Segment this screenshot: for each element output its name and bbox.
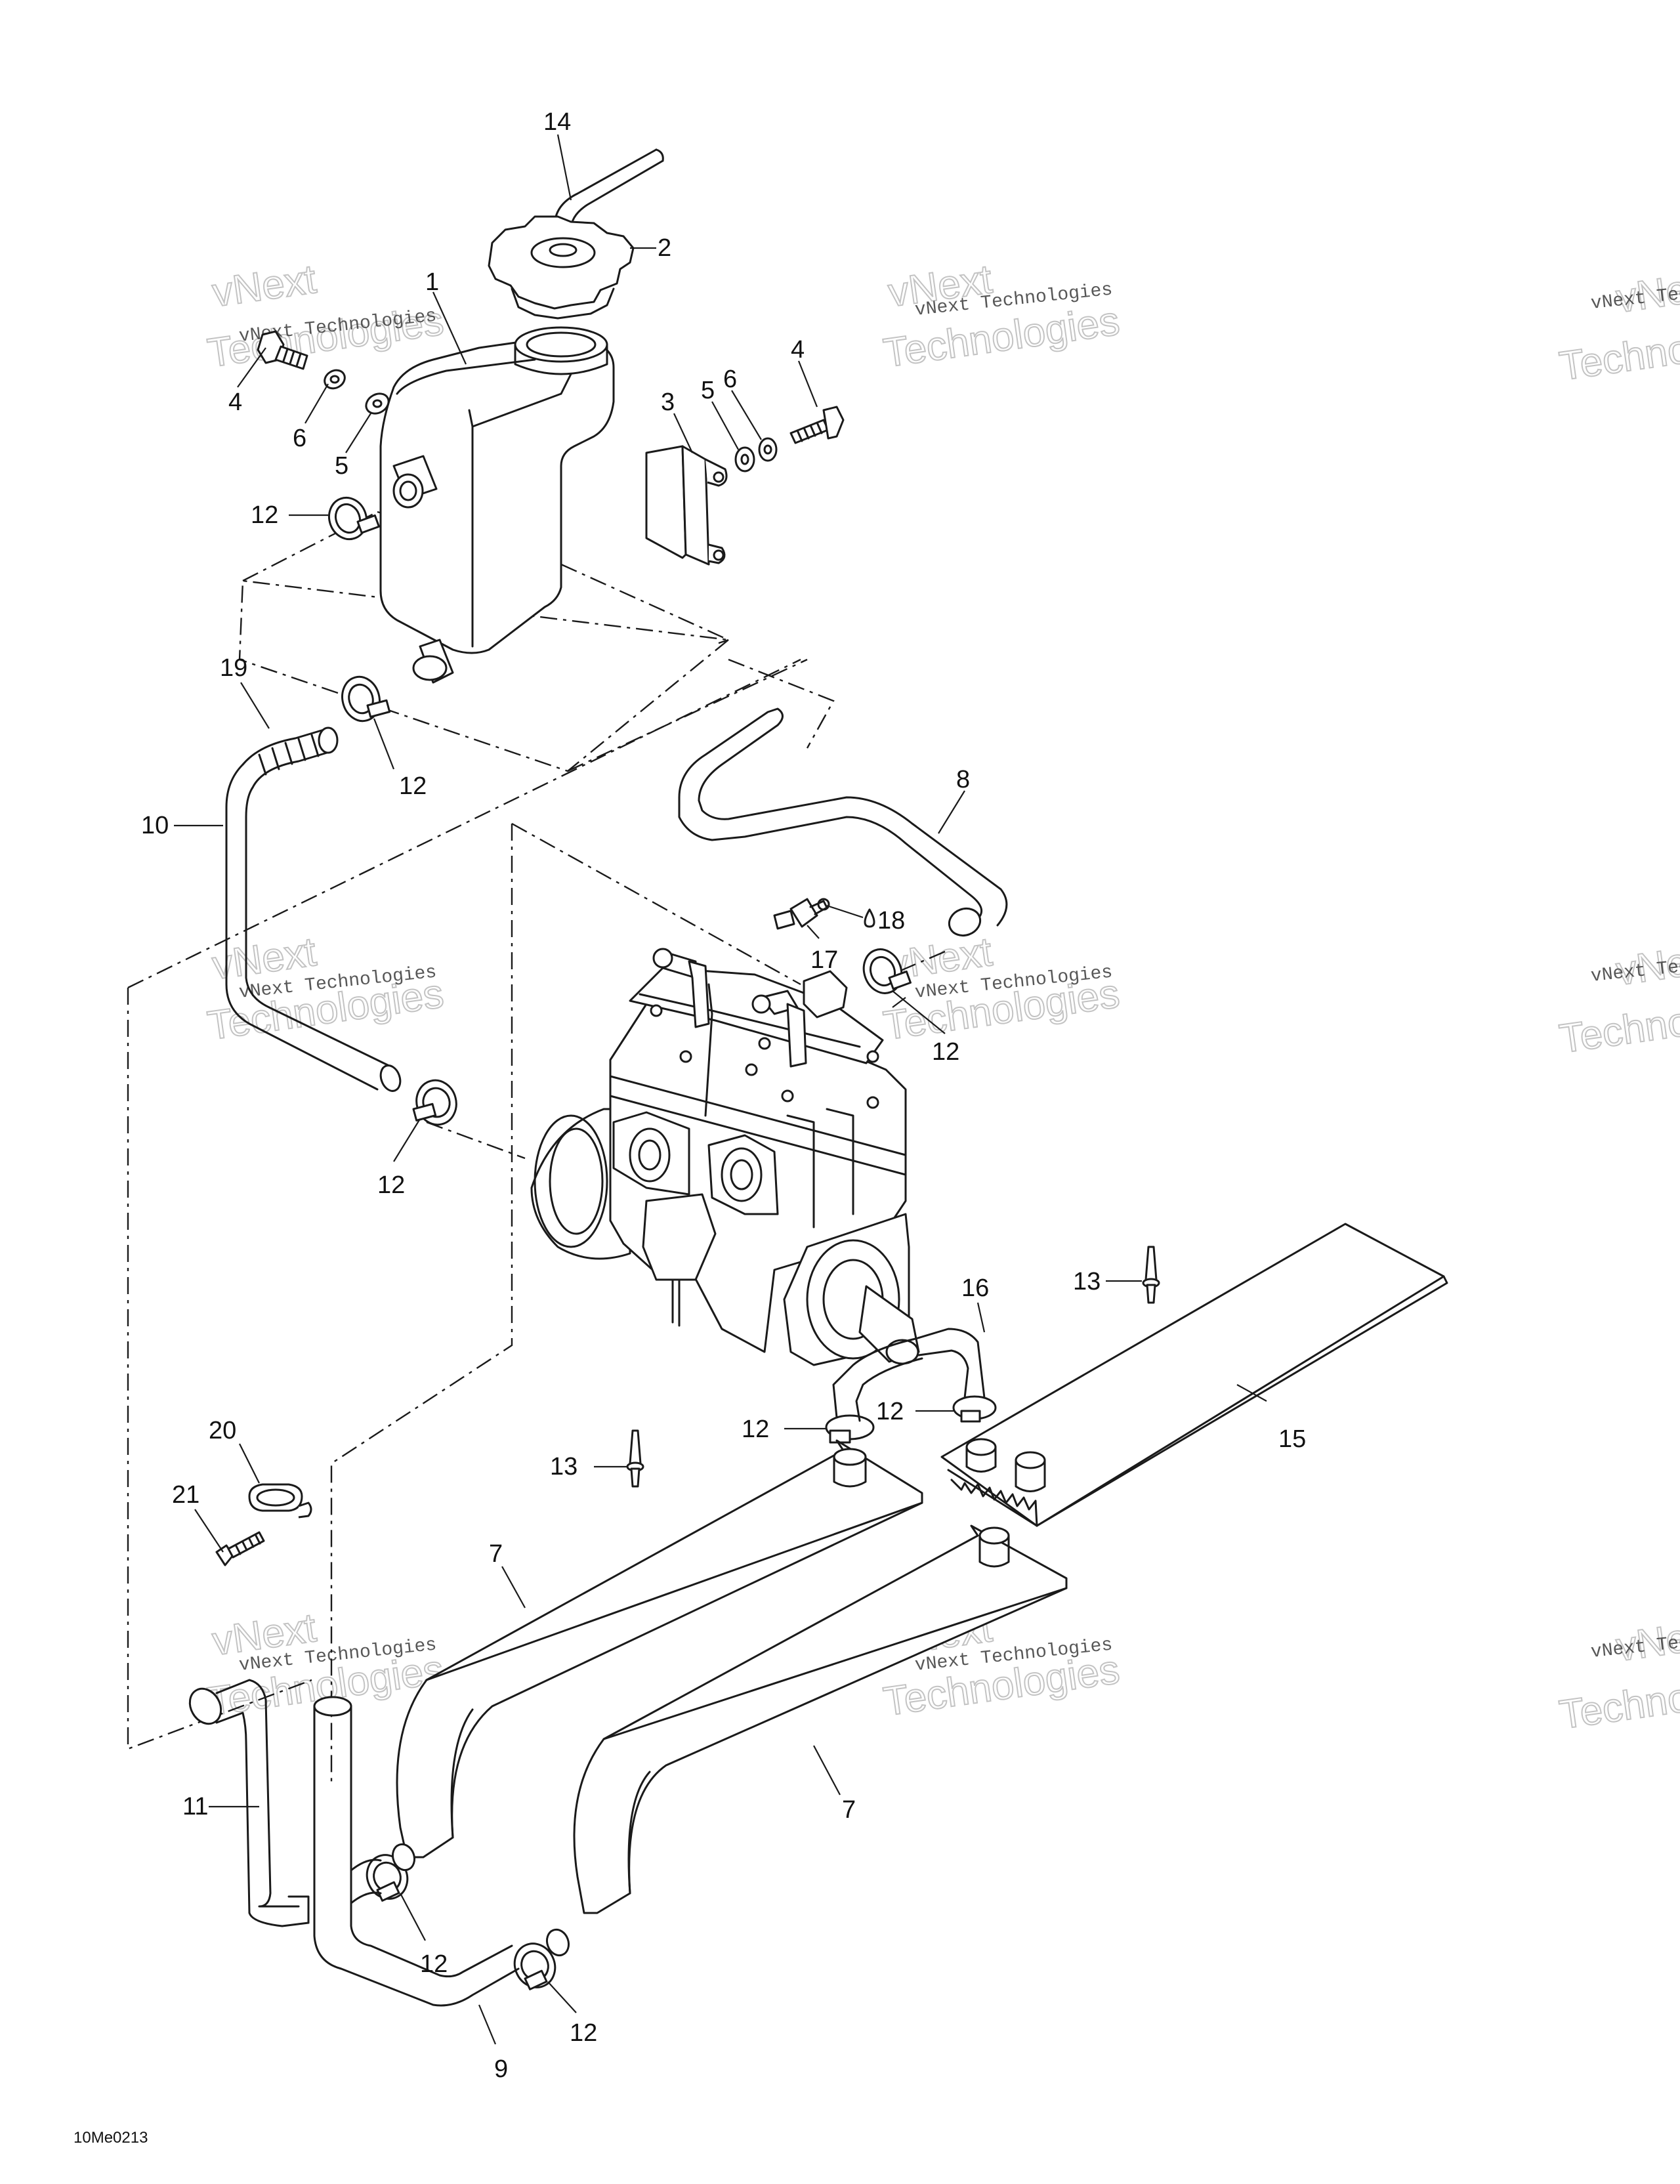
engine-block bbox=[530, 948, 920, 1366]
callout-13: 13 bbox=[1073, 1268, 1101, 1295]
assembly-dashed-lines bbox=[127, 511, 946, 1785]
washer-5-right bbox=[734, 446, 755, 472]
callout-18: 18 bbox=[877, 907, 905, 934]
callout-20: 20 bbox=[209, 1417, 236, 1444]
hose-clamp-12 bbox=[412, 1079, 457, 1126]
hose-fitting bbox=[545, 1928, 570, 1957]
hose-clamp-12 bbox=[341, 675, 391, 723]
hose-fitting bbox=[391, 1843, 416, 1872]
callout-11: 11 bbox=[182, 1793, 208, 1820]
callout-12: 12 bbox=[742, 1416, 769, 1443]
rivet-13 bbox=[1142, 1246, 1160, 1304]
screw-21 bbox=[215, 1531, 265, 1566]
reservoir-cap-2 bbox=[488, 215, 635, 320]
hose-clip-20 bbox=[248, 1483, 312, 1519]
callout-2: 2 bbox=[658, 234, 671, 262]
temperature-sensor-17 bbox=[773, 898, 830, 930]
callout-12: 12 bbox=[420, 1950, 448, 1978]
callout-12: 12 bbox=[932, 1038, 959, 1066]
callout-19: 19 bbox=[220, 654, 247, 682]
callout-8: 8 bbox=[956, 766, 970, 793]
figure-id: 10Me0213 bbox=[74, 2129, 148, 2147]
hose-clamp-12 bbox=[862, 948, 912, 994]
washer-6-left bbox=[324, 369, 346, 390]
heat-exchanger-7-lower bbox=[573, 1524, 1068, 1914]
callout-14: 14 bbox=[543, 108, 571, 136]
hose-8 bbox=[678, 707, 1008, 937]
watermark-big-technologies: Technologies bbox=[1557, 984, 1680, 1062]
callout-9: 9 bbox=[494, 2055, 508, 2083]
callout-12: 12 bbox=[876, 1398, 904, 1425]
hose-clamp-12 bbox=[952, 1395, 997, 1423]
hose-clamp-12 bbox=[328, 496, 380, 541]
callout-16: 16 bbox=[961, 1274, 989, 1302]
callout-12: 12 bbox=[377, 1171, 405, 1199]
callout-13: 13 bbox=[550, 1453, 578, 1480]
callout-labels: 14 2 1 4 6 5 12 3 5 6 4 19 12 10 8 18 17… bbox=[141, 108, 1306, 2083]
watermark-big-vnext: vNext bbox=[209, 257, 319, 316]
hose-16 bbox=[832, 1328, 986, 1422]
rivet-13 bbox=[626, 1429, 644, 1488]
coolant-reservoir-1 bbox=[379, 326, 615, 684]
callout-10: 10 bbox=[141, 812, 169, 839]
callout-5: 5 bbox=[335, 452, 348, 480]
callout-15: 15 bbox=[1278, 1425, 1306, 1453]
watermark-big-technologies: Technologies bbox=[1557, 311, 1680, 389]
callout-17: 17 bbox=[810, 946, 838, 974]
hose-clamp-12 bbox=[825, 1414, 875, 1444]
callout-6: 6 bbox=[293, 425, 306, 452]
corrugated-hose-19 bbox=[242, 726, 339, 789]
sealant-drop-18 bbox=[864, 908, 875, 928]
callout-7: 7 bbox=[489, 1540, 503, 1568]
hose-clamp-12 bbox=[513, 1942, 556, 1990]
callout-12: 12 bbox=[570, 2019, 597, 2047]
washer-6-right bbox=[758, 437, 778, 462]
washer-5-left bbox=[365, 392, 390, 415]
leader-lines bbox=[174, 134, 1267, 2045]
callout-4: 4 bbox=[791, 336, 805, 364]
watermark-big-technologies: Technologies bbox=[1557, 1660, 1680, 1738]
callout-3: 3 bbox=[661, 388, 675, 416]
callout-12: 12 bbox=[251, 501, 278, 529]
callout-12: 12 bbox=[399, 772, 427, 800]
callout-7: 7 bbox=[842, 1796, 856, 1824]
mounting-bracket-3 bbox=[645, 445, 728, 566]
hose-9 bbox=[313, 1696, 520, 2007]
bolt-4-left bbox=[257, 330, 308, 370]
hose-11 bbox=[188, 1679, 310, 1927]
callout-4: 4 bbox=[228, 388, 242, 416]
callout-1: 1 bbox=[425, 268, 439, 296]
hose-10 bbox=[225, 763, 402, 1092]
callout-6: 6 bbox=[723, 366, 737, 393]
heat-exchanger-15 bbox=[940, 1223, 1448, 1527]
callout-21: 21 bbox=[172, 1481, 200, 1509]
callout-5: 5 bbox=[701, 377, 715, 404]
bolt-4-right bbox=[789, 406, 845, 444]
